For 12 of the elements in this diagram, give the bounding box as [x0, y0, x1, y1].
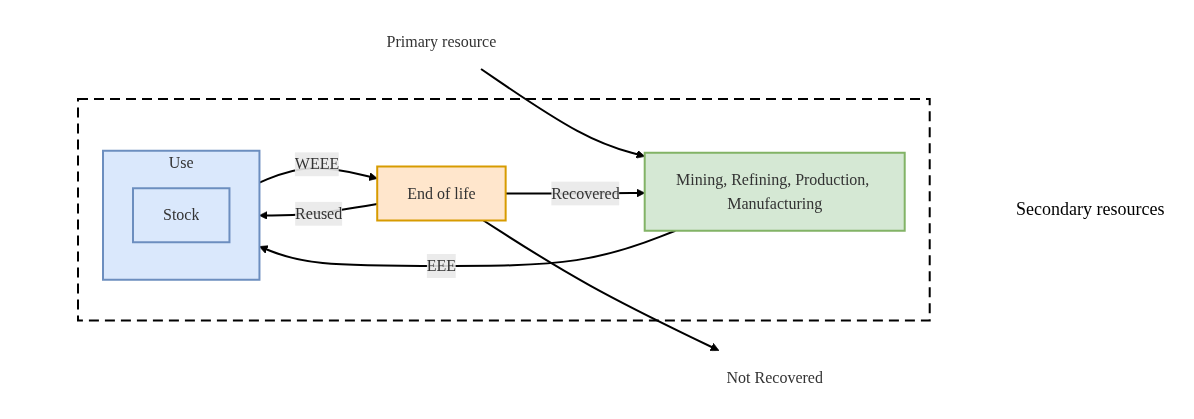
node-text: Primary resource — [386, 32, 497, 50]
node-box: End of life — [376, 165, 507, 222]
arrow — [482, 219, 720, 351]
cluster — [77, 97, 931, 322]
node-text: Not Recovered — [726, 368, 824, 386]
node-box: Mining, Refining, Production, Manufacturing — [643, 151, 906, 232]
edge-label: EEE — [426, 256, 457, 274]
node-box: Stock — [132, 187, 231, 243]
note-text: Secondary resources — [1016, 199, 1166, 220]
edge-label: Reused — [295, 204, 343, 222]
edge-label: Recovered — [551, 184, 620, 202]
edge-label: WEEE — [294, 155, 340, 173]
